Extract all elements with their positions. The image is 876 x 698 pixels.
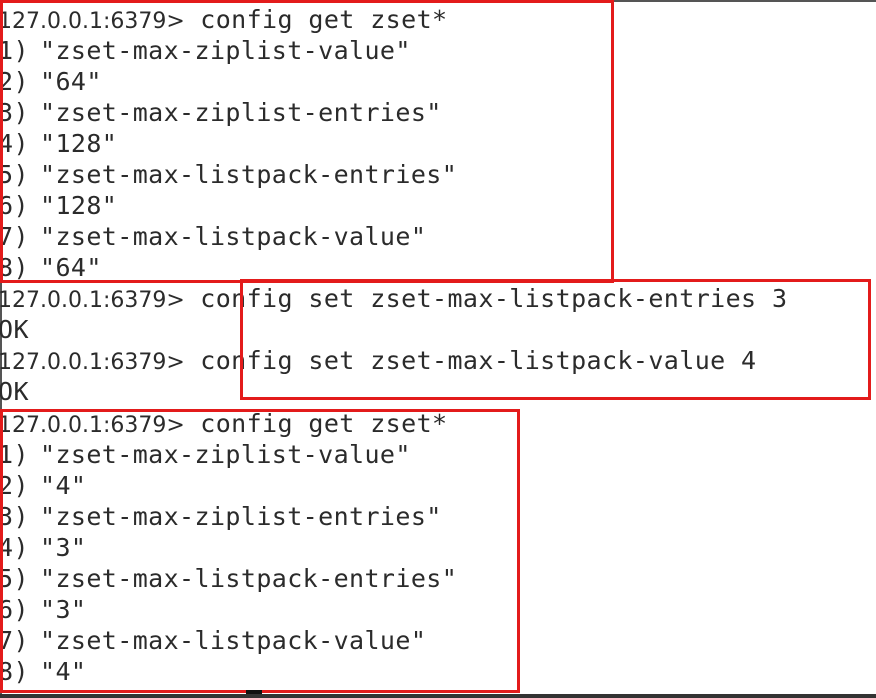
row-number: 8) [0, 253, 29, 282]
row-value: "zset-max-ziplist-value" [40, 440, 411, 469]
window-border [0, 694, 876, 698]
reply-line: OK [0, 314, 29, 345]
command-line: 127.0.0.1:6379> config get zset* [0, 408, 447, 439]
row-number: 5) [0, 564, 29, 593]
reply-text: OK [0, 315, 29, 344]
command-text: config set zset-max-listpack-value 4 [200, 346, 757, 375]
row-value: "3" [40, 595, 87, 624]
row-number: 1) [0, 36, 29, 65]
prompt: 127.0.0.1:6379> [0, 288, 185, 313]
command-text: config set zset-max-listpack-entries 3 [200, 284, 788, 313]
row-value: "128" [40, 191, 118, 220]
output-row: 2) "4" [0, 470, 86, 501]
output-row: 8) "4" [0, 656, 86, 687]
output-row: 6) "128" [0, 190, 117, 221]
row-value: "64" [40, 67, 102, 96]
command-line: 127.0.0.1:6379> config set zset-max-list… [0, 283, 787, 314]
output-row: 1) "zset-max-ziplist-value" [0, 35, 411, 66]
row-value: "64" [40, 253, 102, 282]
output-row: 7) "zset-max-listpack-value" [0, 625, 426, 656]
row-number: 3) [0, 502, 29, 531]
reply-line: OK [0, 376, 29, 407]
command-line: 127.0.0.1:6379> config set zset-max-list… [0, 345, 757, 376]
text-cursor [246, 690, 262, 696]
row-number: 5) [0, 160, 29, 189]
window-border [0, 0, 2, 698]
row-value: "zset-max-ziplist-value" [40, 36, 411, 65]
window-border [0, 0, 876, 2]
row-value: "zset-max-ziplist-entries" [40, 98, 442, 127]
row-number: 2) [0, 471, 29, 500]
output-row: 6) "3" [0, 594, 86, 625]
command-line: 127.0.0.1:6379> config get zset* [0, 4, 447, 35]
row-value: "4" [40, 657, 87, 686]
output-row: 4) "128" [0, 128, 117, 159]
command-text: config get zset* [200, 409, 448, 438]
output-row: 5) "zset-max-listpack-entries" [0, 159, 457, 190]
row-value: "zset-max-listpack-value" [40, 626, 427, 655]
row-number: 2) [0, 67, 29, 96]
output-row: 8) "64" [0, 252, 102, 283]
output-row: 7) "zset-max-listpack-value" [0, 221, 426, 252]
row-value: "3" [40, 533, 87, 562]
row-value: "zset-max-listpack-entries" [40, 564, 458, 593]
row-number: 7) [0, 626, 29, 655]
command-text: config get zset* [200, 5, 448, 34]
row-number: 1) [0, 440, 29, 469]
row-number: 6) [0, 191, 29, 220]
output-row: 3) "zset-max-ziplist-entries" [0, 501, 442, 532]
row-number: 4) [0, 129, 29, 158]
row-value: "zset-max-listpack-value" [40, 222, 427, 251]
row-value: "128" [40, 129, 118, 158]
row-number: 8) [0, 657, 29, 686]
prompt: 127.0.0.1:6379> [0, 9, 185, 34]
reply-text: OK [0, 377, 29, 406]
row-number: 7) [0, 222, 29, 251]
output-row: 5) "zset-max-listpack-entries" [0, 563, 457, 594]
row-value: "4" [40, 471, 87, 500]
row-value: "zset-max-listpack-entries" [40, 160, 458, 189]
output-row: 2) "64" [0, 66, 102, 97]
prompt: 127.0.0.1:6379> [0, 350, 185, 375]
row-value: "zset-max-ziplist-entries" [40, 502, 442, 531]
row-number: 4) [0, 533, 29, 562]
row-number: 3) [0, 98, 29, 127]
output-row: 3) "zset-max-ziplist-entries" [0, 97, 442, 128]
output-row: 4) "3" [0, 532, 86, 563]
output-row: 1) "zset-max-ziplist-value" [0, 439, 411, 470]
prompt: 127.0.0.1:6379> [0, 413, 185, 438]
row-number: 6) [0, 595, 29, 624]
